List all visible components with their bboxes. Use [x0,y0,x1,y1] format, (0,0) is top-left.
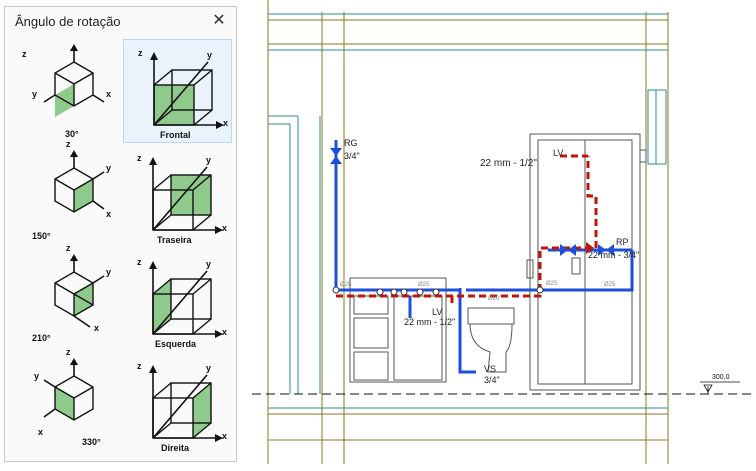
diameter-label: Ø25 [604,282,616,288]
axis-label-z: z [66,139,71,149]
axis-label-z: z [66,243,71,253]
axis-label-y: y [206,363,212,373]
diameter-label: Ø25 [340,282,352,288]
isometric-cube-30-icon [43,44,105,117]
axis-label-y: y [32,89,38,99]
view-label: 210° [32,333,51,343]
view-label: Frontal [160,130,191,140]
lv-top-label: LV [553,148,563,158]
level-label: 300,0 [712,374,730,381]
vs-size-label: 3/4" [484,375,500,385]
rp-dim-label: 22 mm - 3/4" [588,250,639,260]
axis-label-x: x [222,327,228,337]
frame-lines [268,13,668,409]
rg-size-label: 3/4" [344,151,360,161]
view-label: 150° [32,231,51,241]
wall-outline [267,0,669,464]
view-option-esquerda[interactable]: z y x Esquerda [123,249,232,353]
view-option-30[interactable]: z y x 30° [10,39,119,143]
view-label: Direita [161,443,190,453]
axis-label-x: x [223,118,229,128]
fixtures [349,133,647,391]
diameter-label: Ø25 [418,282,430,288]
lv-mid-label: LV [432,307,442,317]
view-label: Esquerda [155,339,197,349]
frontal-cube-icon [150,52,224,129]
axis-label-z: z [138,48,143,58]
hot-water-pipes [336,154,598,306]
cold-water-pipes [334,140,634,374]
lv-dim-label: 22 mm - 1/2" [480,158,537,169]
axis-label-y: y [106,163,112,173]
view-option-direita[interactable]: z y x Direita [123,353,232,457]
axis-label-x: x [106,209,112,219]
axis-label-x: x [222,431,228,441]
axis-label-y: y [34,371,40,381]
axis-label-z: z [22,49,27,59]
right-cube-icon [149,365,223,442]
axis-label-y: y [206,155,212,165]
axis-label-x: x [222,223,228,233]
fittings [332,286,544,296]
axis-label-x: x [106,89,112,99]
view-option-210[interactable]: z y x 210° [10,243,119,353]
diameter-label: Ø25 [546,281,558,287]
left-cube-icon [149,261,223,338]
rp-label: RP [616,237,629,247]
axis-label-y: y [206,259,212,269]
view-options-grid: z y x 30° z y x Frontal [10,39,232,459]
panel-header: Ângulo de rotação ✕ [5,7,236,37]
view-label: 330° [82,437,101,447]
view-option-frontal[interactable]: z y x Frontal [123,39,232,143]
axis-label-z: z [66,347,71,357]
axis-label-x: x [94,323,100,333]
isometric-cube-210-icon [54,254,105,328]
rear-cube-icon [149,157,223,234]
view-option-330[interactable]: z y x 330° [10,347,119,457]
axis-label-x: x [38,427,44,437]
axis-label-z: z [137,153,142,163]
axis-label-y: y [106,267,112,277]
view-label: Traseira [157,235,192,245]
panel-title: Ângulo de rotação [15,14,121,29]
view-option-150[interactable]: z y x 150° [10,139,119,249]
axis-label-z: z [137,361,142,371]
diameter-label: Ø20 [488,296,500,302]
rg-label: RG [344,138,358,148]
axis-label-z: z [137,257,142,267]
view-label: 30° [65,129,79,139]
sink-dim-label: 22 mm - 1/2" [404,317,455,327]
valve-icons [330,148,614,256]
axis-label-y: y [207,50,213,60]
isometric-cube-330-icon [43,358,94,421]
rotation-angle-panel: Ângulo de rotação ✕ z y x 30° [4,6,237,462]
vs-label: VS [484,364,496,374]
close-icon[interactable]: ✕ [212,12,226,29]
level-marker [700,381,740,394]
view-option-traseira[interactable]: z y x Traseira [123,145,232,249]
isometric-cube-150-icon [54,150,105,213]
